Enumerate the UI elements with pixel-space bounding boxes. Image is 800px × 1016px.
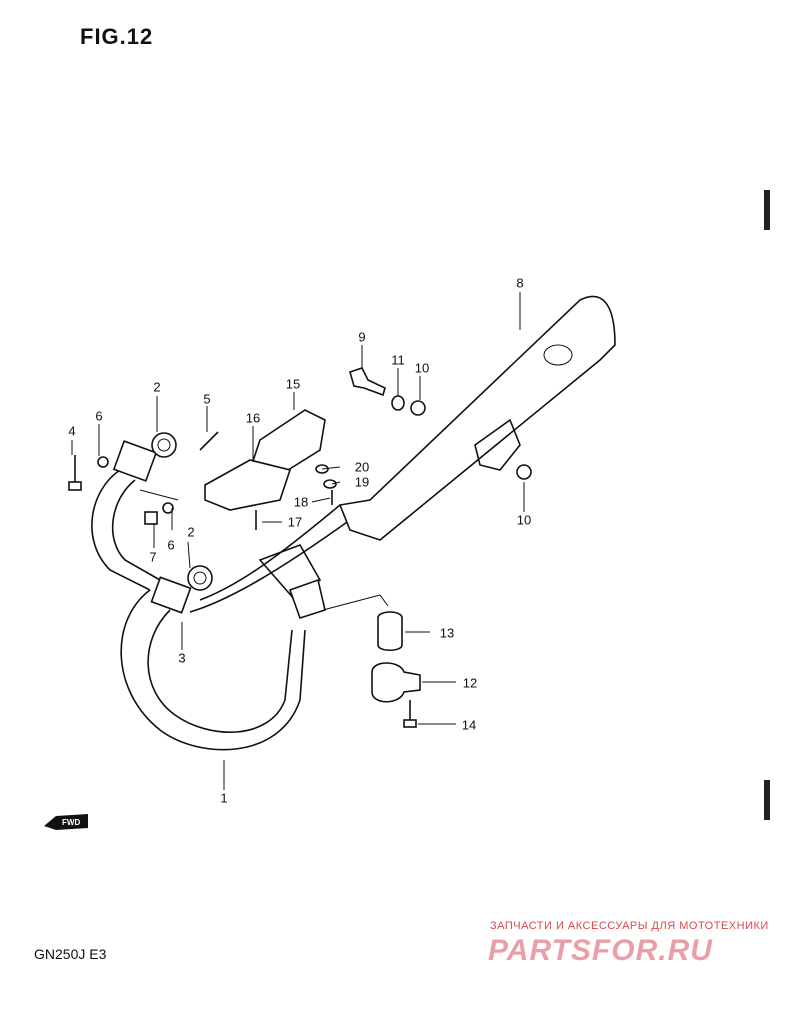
leader-lines [71, 292, 525, 790]
watermark-logo: PARTSFOR.RU [488, 934, 713, 967]
callout-13: 13 [439, 625, 455, 641]
watermark-tagline: ЗАПЧАСТИ И АКСЕССУАРЫ ДЛЯ МОТОТЕХНИКИ [490, 920, 769, 932]
gasket-2-lower [187, 565, 213, 591]
callout-7: 7 [149, 549, 157, 565]
clamp-12 [371, 662, 421, 703]
gasket-2-upper [151, 432, 177, 458]
stud-5 [199, 431, 219, 451]
callout-14: 14 [461, 717, 477, 733]
callout-12: 12 [462, 675, 478, 691]
fwd-arrow-icon: FWD [44, 814, 88, 830]
callout-15: 15 [285, 376, 301, 392]
callout-18: 18 [293, 494, 309, 510]
bolt-9 [349, 367, 386, 397]
washer-6-upper [97, 456, 109, 468]
muffler-outlet [543, 344, 573, 366]
collector-pipe [189, 519, 351, 613]
muffler-8 [338, 295, 616, 541]
callout-6-lower: 6 [167, 537, 175, 553]
washer-6-lower [162, 502, 174, 514]
exhaust-flange-rear [112, 440, 158, 482]
washer-10-upper [410, 400, 426, 416]
callout-17: 17 [287, 514, 303, 530]
callout-9: 9 [358, 329, 366, 345]
connector-13 [377, 611, 403, 652]
callout-3: 3 [178, 650, 186, 666]
exhaust-pipe-rear-header [91, 469, 151, 591]
washer-19 [323, 479, 337, 489]
callout-2-upper: 2 [153, 379, 161, 395]
model-code: GN250J E3 [34, 946, 107, 962]
figure-title: FIG.12 [80, 24, 154, 49]
callout-11: 11 [391, 352, 405, 368]
fwd-label: FWD [62, 818, 80, 827]
callout-20: 20 [354, 459, 370, 475]
nut-7 [144, 511, 158, 525]
callout-2-lower: 2 [187, 524, 195, 540]
callout-10-upper: 10 [414, 360, 430, 376]
callout-6-upper: 6 [95, 408, 103, 424]
callout-8: 8 [516, 275, 524, 291]
scan-edge-mark [764, 780, 770, 820]
callout-4: 4 [68, 423, 76, 439]
callout-5: 5 [203, 391, 211, 407]
bracket-16 [204, 459, 292, 511]
callout-19: 19 [354, 474, 370, 490]
callout-1: 1 [220, 790, 228, 806]
callout-16: 16 [245, 410, 261, 426]
washer-10-lower [516, 464, 532, 480]
callout-10-lower: 10 [516, 512, 532, 528]
scan-edge-mark [764, 190, 770, 230]
washer-11 [391, 395, 405, 411]
pipe-joint [288, 578, 326, 619]
exhaust-pipe-1 [120, 589, 306, 751]
exhaust-flange-3 [150, 576, 192, 614]
